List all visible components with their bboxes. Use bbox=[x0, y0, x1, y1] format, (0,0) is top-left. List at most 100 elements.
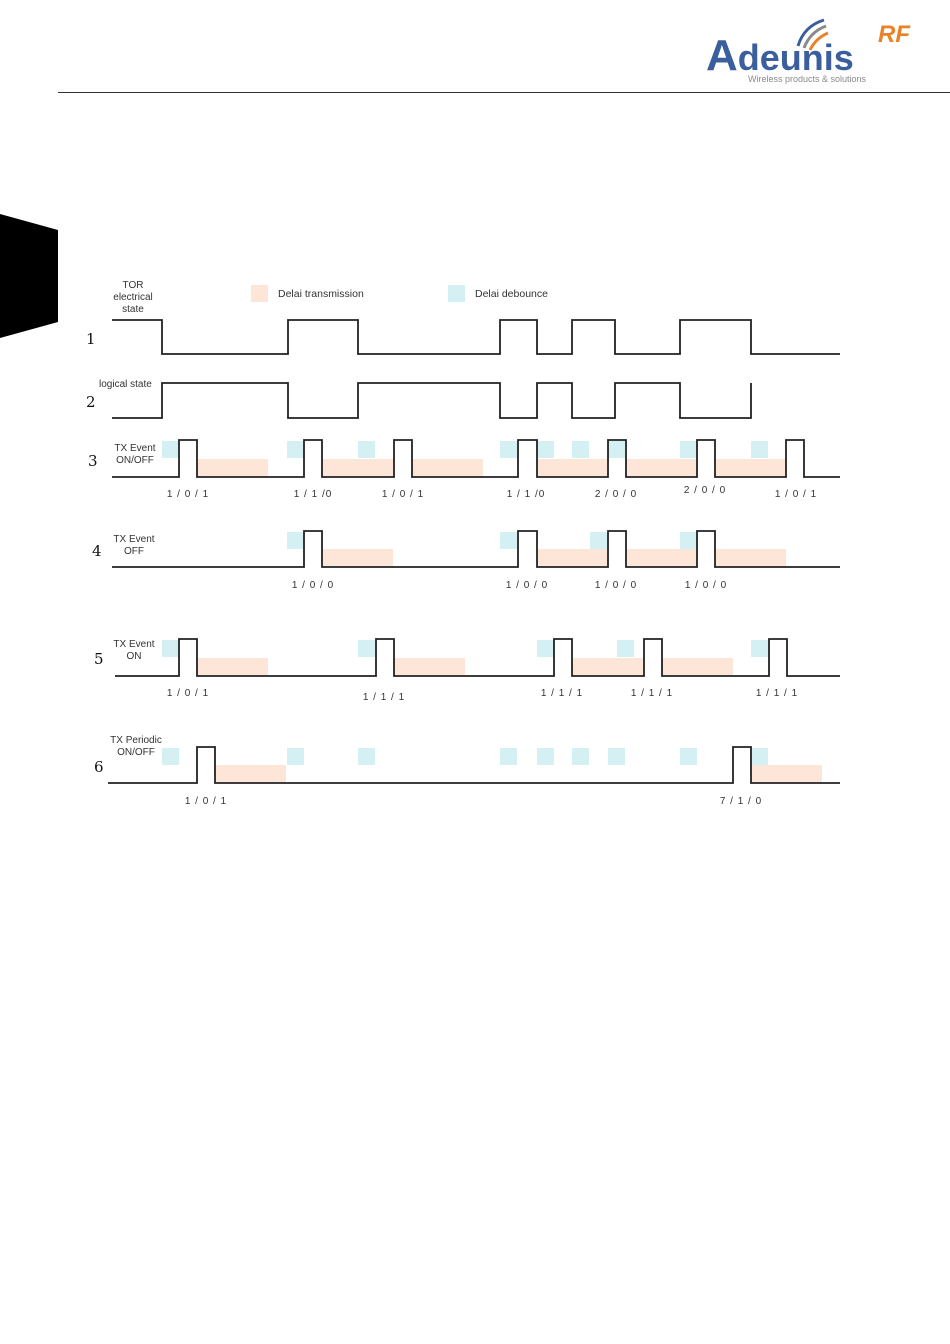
transmission-delay-box bbox=[537, 459, 608, 476]
transmission-delay-box bbox=[626, 459, 697, 476]
row-6-number: 6 bbox=[94, 758, 104, 776]
transmission-delay-box bbox=[715, 459, 786, 476]
row-4-label-line-1: TX Event bbox=[113, 534, 154, 545]
row-3-labels: TX Event ON/OFF 3 bbox=[88, 443, 156, 470]
row-1-label-line-3: state bbox=[122, 304, 144, 315]
row-3-number: 3 bbox=[88, 452, 98, 470]
transmission-delay-box bbox=[715, 549, 786, 566]
transmission-delay-box bbox=[412, 459, 483, 476]
debounce-delay-box bbox=[537, 748, 554, 765]
row-3-counter: 2 / 0 / 0 bbox=[595, 489, 637, 500]
waveforms bbox=[108, 319, 840, 784]
row-5-labels: TX Event ON 5 bbox=[94, 639, 155, 668]
debounce-delay-box bbox=[500, 441, 517, 458]
row-5-counter: 1 / 1 / 1 bbox=[631, 688, 673, 699]
row-1-label-line-2: electrical bbox=[113, 292, 152, 303]
debounce-delay-box bbox=[751, 441, 768, 458]
svg-text:Adeunis: Adeunis bbox=[706, 31, 854, 80]
transmission-delay-box bbox=[537, 549, 608, 566]
row-5-counter: 1 / 1 / 1 bbox=[363, 692, 405, 703]
transmission-delay-box bbox=[215, 765, 286, 782]
debounce-delay-box bbox=[608, 441, 625, 458]
debounce-delay-box bbox=[537, 640, 554, 657]
debounce-delay-box bbox=[537, 441, 554, 458]
row-3-counter: 1 / 0 / 1 bbox=[167, 489, 209, 500]
transmission-delay-box bbox=[394, 658, 465, 675]
legend-swatch-transmission bbox=[251, 285, 268, 302]
debounce-delay-box bbox=[358, 441, 375, 458]
row-5-label-line-2: ON bbox=[127, 651, 142, 662]
row-4-waveform bbox=[112, 530, 840, 568]
debounce-delay-box bbox=[751, 748, 768, 765]
debounce-delay-box bbox=[287, 748, 304, 765]
transmission-delay-box bbox=[662, 658, 733, 675]
row-4-number: 4 bbox=[92, 542, 102, 560]
debounce-delay-box bbox=[358, 640, 375, 657]
row-6-labels: TX Periodic ON/OFF 6 bbox=[94, 735, 162, 776]
row-6-label-line-2: ON/OFF bbox=[117, 747, 155, 758]
debounce-delay-box bbox=[680, 748, 697, 765]
debounce-delay-box bbox=[500, 748, 517, 765]
transmission-delay-box bbox=[572, 658, 643, 675]
header-rule bbox=[58, 92, 950, 93]
debounce-delay-box bbox=[358, 748, 375, 765]
row-5-counters: 1 / 0 / 1 1 / 1 / 1 1 / 1 / 1 1 / 1 / 1 … bbox=[167, 688, 798, 703]
row-2-number: 2 bbox=[86, 393, 96, 411]
legend-label-debounce: Delai debounce bbox=[475, 288, 548, 300]
legend-label-transmission: Delai transmission bbox=[278, 288, 364, 300]
row-3-counter: 1 / 1 /0 bbox=[294, 489, 333, 500]
row-2-labels: logical state 2 bbox=[86, 379, 152, 411]
row-4-counter: 1 / 0 / 0 bbox=[595, 580, 637, 591]
debounce-delay-box bbox=[500, 532, 517, 549]
transmission-delay-box bbox=[751, 765, 822, 782]
legend: Delai transmission Delai debounce bbox=[251, 285, 548, 302]
row-1-waveform bbox=[112, 319, 840, 355]
debounce-delay-box bbox=[751, 640, 768, 657]
row-5-counter: 1 / 0 / 1 bbox=[167, 688, 209, 699]
row-3-label-line-2: ON/OFF bbox=[116, 455, 154, 466]
debounce-delay-box bbox=[162, 441, 179, 458]
brand-name-prefix: A bbox=[706, 31, 738, 80]
legend-swatch-debounce bbox=[448, 285, 465, 302]
row-6-label-line-1: TX Periodic bbox=[110, 735, 162, 746]
row-4-label-line-2: OFF bbox=[124, 546, 144, 557]
row-1-label-line-1: TOR bbox=[123, 280, 144, 291]
brand-tagline: Wireless products & solutions bbox=[748, 74, 867, 84]
transmission-delay-box bbox=[322, 549, 393, 566]
transmission-delay-box bbox=[626, 549, 697, 566]
side-tab-marker bbox=[0, 214, 58, 338]
row-5-counter: 1 / 1 / 1 bbox=[756, 688, 798, 699]
row-3-waveform bbox=[112, 439, 840, 478]
debounce-delay-box bbox=[287, 441, 304, 458]
debounce-delay-box bbox=[608, 748, 625, 765]
delay-boxes bbox=[162, 441, 822, 782]
transmission-delay-box bbox=[197, 459, 268, 476]
row-4-labels: TX Event OFF 4 bbox=[92, 534, 155, 560]
debounce-delay-box bbox=[590, 532, 607, 549]
debounce-delay-box bbox=[287, 532, 304, 549]
row-5-waveform bbox=[115, 638, 840, 677]
debounce-delay-box bbox=[572, 441, 589, 458]
row-4-counter: 1 / 0 / 0 bbox=[685, 580, 727, 591]
row-2-waveform bbox=[112, 382, 752, 419]
debounce-delay-box bbox=[162, 748, 179, 765]
transmission-delay-box bbox=[322, 459, 393, 476]
row-5-number: 5 bbox=[94, 650, 104, 668]
row-3-label-line-1: TX Event bbox=[114, 443, 155, 454]
row-6-waveform bbox=[108, 746, 840, 784]
debounce-delay-box bbox=[617, 640, 634, 657]
row-6-counters: 1 / 0 / 1 7 / 1 / 0 bbox=[185, 796, 761, 807]
row-1-number: 1 bbox=[86, 330, 96, 348]
debounce-delay-box bbox=[680, 441, 697, 458]
adeunis-logo: RF Adeunis Wireless products & solutions bbox=[706, 18, 911, 84]
row-4-counter: 1 / 0 / 0 bbox=[292, 580, 334, 591]
debounce-delay-box bbox=[680, 532, 697, 549]
row-1-labels: TOR electrical state 1 bbox=[86, 280, 153, 348]
transmission-delay-box bbox=[197, 658, 268, 675]
brand-name-rest: deunis bbox=[738, 37, 854, 78]
row-3-counter: 1 / 1 /0 bbox=[507, 489, 546, 500]
row-4-counters: 1 / 0 / 0 1 / 0 / 0 1 / 0 / 0 1 / 0 / 0 bbox=[292, 580, 727, 591]
row-3-counter: 2 / 0 / 0 bbox=[684, 485, 726, 496]
debounce-delay-box bbox=[572, 748, 589, 765]
